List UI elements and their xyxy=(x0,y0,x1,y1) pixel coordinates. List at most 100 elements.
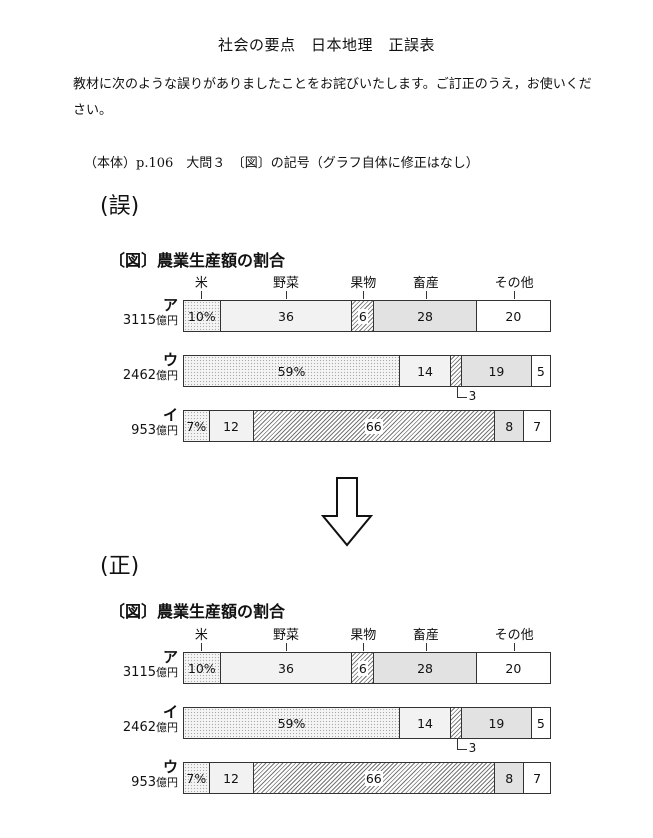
stacked-bar: 59% 14 19 5 xyxy=(183,707,551,739)
callout-line xyxy=(456,739,458,749)
bar-segment: 12 xyxy=(209,411,254,441)
chart-title-wrong: 〔図〕農業生産額の割合 xyxy=(109,251,286,270)
bar-segment: 36 xyxy=(220,301,353,331)
category-label: 野菜 xyxy=(273,276,300,291)
bar-segment: 6 xyxy=(352,653,375,683)
data-label: 7 xyxy=(533,770,542,786)
bar-segment: 7 xyxy=(524,763,550,793)
data-label: 14 xyxy=(417,715,433,731)
stacked-bar: 10% 36 6 28 20 xyxy=(183,652,551,684)
data-label: 19 xyxy=(488,363,505,379)
row-amount: 3115億円 xyxy=(122,665,178,680)
category-tick xyxy=(363,643,365,651)
data-label: 8 xyxy=(505,418,514,434)
row-name: ウ xyxy=(162,351,178,369)
bar-segment: 59% xyxy=(184,356,400,386)
data-label: 7% xyxy=(186,770,207,786)
bar-segment: 36 xyxy=(220,653,353,683)
data-label: 20 xyxy=(505,308,522,324)
data-label: 6 xyxy=(357,308,368,324)
bar-segment: 7% xyxy=(184,763,210,793)
category-tick xyxy=(201,291,203,299)
bar-segment: 7 xyxy=(524,411,550,441)
callout-label: 3 xyxy=(468,389,477,403)
data-label: 8 xyxy=(505,770,514,786)
page-title: 社会の要点 日本地理 正誤表 xyxy=(217,36,435,54)
category-tick xyxy=(286,643,288,651)
intro-text: 教材に次のような誤りがありましたことをお詫びいたします。ご訂正のうえ，お使いくだ… xyxy=(73,77,592,118)
category-label: 米 xyxy=(194,628,208,643)
category-tick xyxy=(425,643,427,651)
data-label: 66 xyxy=(364,418,383,434)
row-amount: 953億円 xyxy=(131,423,178,438)
category-tick xyxy=(425,291,427,299)
data-label: 28 xyxy=(417,660,433,676)
category-label: 米 xyxy=(194,276,208,291)
bar-segment: 59% xyxy=(184,708,400,738)
bar-segment: 10% xyxy=(184,653,221,683)
data-label: 19 xyxy=(488,715,505,731)
callout-line xyxy=(456,749,467,750)
data-label: 28 xyxy=(417,308,433,324)
data-label: 36 xyxy=(278,660,294,676)
bar-segment: 10% xyxy=(184,301,221,331)
data-label: 14 xyxy=(417,363,433,379)
data-label: 12 xyxy=(223,418,240,434)
chart-title-correct: 〔図〕農業生産額の割合 xyxy=(109,602,286,621)
bar-segment xyxy=(451,708,463,738)
section-label-correct: (正) xyxy=(100,554,140,579)
bar-segment: 19 xyxy=(462,708,532,738)
callout-line xyxy=(456,387,458,397)
bar-segment: 8 xyxy=(495,763,525,793)
category-label: 果物 xyxy=(350,276,377,291)
bar-segment: 28 xyxy=(374,653,477,683)
category-label: その他 xyxy=(494,276,534,291)
bar-segment: 8 xyxy=(495,411,525,441)
bar-segment: 19 xyxy=(462,356,532,386)
row-amount: 2462億円 xyxy=(122,720,178,735)
category-tick xyxy=(514,291,516,299)
bar-segment xyxy=(451,356,463,386)
data-label: 59% xyxy=(277,363,306,379)
bar-segment: 66 xyxy=(253,763,496,793)
bar-segment: 66 xyxy=(253,411,496,441)
bar-segment: 5 xyxy=(531,708,550,738)
bar-segment: 20 xyxy=(476,301,550,331)
data-label: 5 xyxy=(536,363,545,379)
bar-segment: 7% xyxy=(184,411,210,441)
row-amount: 953億円 xyxy=(131,775,178,790)
category-tick xyxy=(363,291,365,299)
row-amount: 2462億円 xyxy=(122,368,178,383)
section-label-wrong: (誤) xyxy=(100,194,140,219)
stacked-bar: 10% 36 6 28 20 xyxy=(183,300,551,332)
row-amount: 3115億円 xyxy=(122,313,178,328)
bar-segment: 14 xyxy=(399,708,452,738)
data-label: 20 xyxy=(505,660,522,676)
stacked-bar: 59% 14 19 5 xyxy=(183,355,551,387)
category-label: 畜産 xyxy=(412,276,439,291)
data-label: 5 xyxy=(536,715,545,731)
row-name: ア xyxy=(162,648,178,666)
category-label: その他 xyxy=(494,628,534,643)
category-tick xyxy=(286,291,288,299)
stacked-bar: 7% 12 66 8 7 xyxy=(183,410,551,442)
data-label: 36 xyxy=(278,308,294,324)
callout-label: 3 xyxy=(468,741,477,755)
category-tick xyxy=(514,643,516,651)
bar-segment: 28 xyxy=(374,301,477,331)
category-label: 果物 xyxy=(350,628,377,643)
bar-segment: 12 xyxy=(209,763,254,793)
category-label: 畜産 xyxy=(412,628,439,643)
row-name: ア xyxy=(162,296,178,314)
data-label: 66 xyxy=(364,770,383,786)
row-name: イ xyxy=(162,406,178,424)
bar-segment: 20 xyxy=(476,653,550,683)
category-label: 野菜 xyxy=(273,628,300,643)
data-label: 7 xyxy=(533,418,542,434)
